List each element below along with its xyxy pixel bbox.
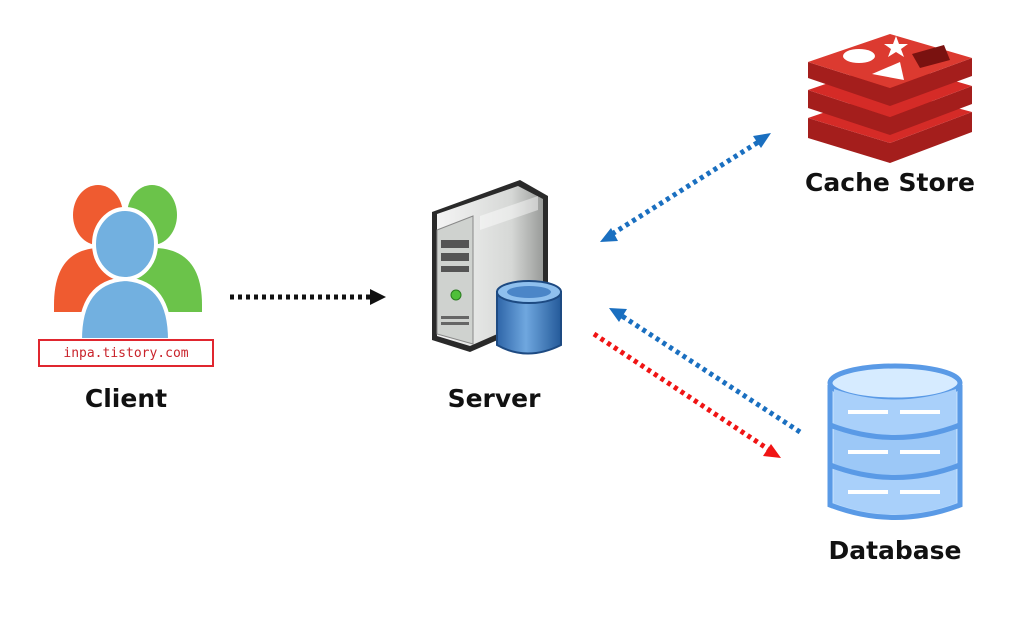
database-label: Database <box>828 536 962 565</box>
arrow-server-to-database <box>592 331 781 458</box>
users-group-icon <box>54 185 202 342</box>
database-cylinder-icon <box>827 363 963 520</box>
cache-store-label: Cache Store <box>805 168 975 197</box>
server-label: Server <box>447 384 541 413</box>
watermark-label: inpa.tistory.com <box>38 339 214 367</box>
arrow-database-to-server <box>609 308 802 435</box>
client-label: Client <box>84 384 168 413</box>
server-tower-icon <box>432 180 562 355</box>
arrow-server-cache <box>600 133 771 242</box>
redis-stack-icon <box>808 34 972 163</box>
arrow-client-to-server <box>230 289 386 305</box>
